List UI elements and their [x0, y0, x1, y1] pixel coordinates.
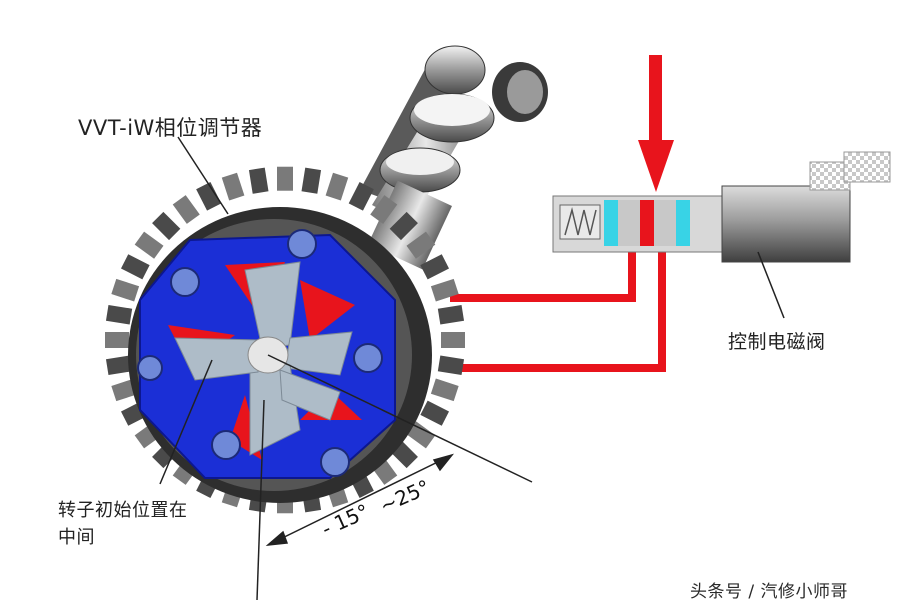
gear-tooth	[370, 195, 398, 224]
gear-tooth	[441, 332, 465, 348]
rotor-position-label: 转子初始位置在 中间	[58, 497, 248, 551]
gear-tooth	[105, 304, 133, 325]
gear-tooth	[120, 254, 150, 280]
solenoid-valve-icon	[552, 151, 891, 263]
gear-tooth	[406, 231, 436, 259]
gear-tooth	[301, 167, 322, 194]
gear-tooth	[420, 254, 450, 280]
gear-tooth	[277, 166, 293, 191]
leader-lines	[159, 136, 785, 601]
camshaft-icon	[360, 45, 548, 270]
gear-tooth	[248, 167, 269, 194]
gear-tooth	[221, 172, 245, 201]
gear-tooth	[389, 211, 418, 241]
gear-tooth	[196, 181, 222, 211]
gear-tooth	[348, 181, 374, 211]
gear-tooth	[325, 172, 349, 201]
gear-tooth	[437, 355, 465, 376]
gear-tooth	[406, 421, 436, 449]
gear-tooth	[105, 355, 133, 376]
gear-tooth	[111, 278, 140, 302]
phaser-title: VVT-iW相位调节器	[78, 116, 263, 140]
gear-tooth	[437, 304, 465, 325]
gear-tooth	[134, 231, 164, 259]
gear-tooth	[430, 278, 459, 302]
watermark: 头条号 / 汽修小师哥	[690, 582, 849, 602]
gear-tooth	[105, 332, 129, 348]
rotor-label-line2: 中间	[58, 527, 95, 548]
gear-tooth	[430, 378, 459, 402]
rotor-label-line1: 转子初始位置在	[58, 500, 188, 521]
angle-dimension	[265, 453, 455, 546]
arrow-down-icon	[638, 55, 674, 192]
gear-icon	[105, 166, 465, 514]
solenoid-label: 控制电磁阀	[728, 331, 826, 353]
gear-tooth	[420, 400, 450, 426]
gear-tooth	[172, 195, 200, 224]
gear-tooth	[152, 211, 181, 241]
